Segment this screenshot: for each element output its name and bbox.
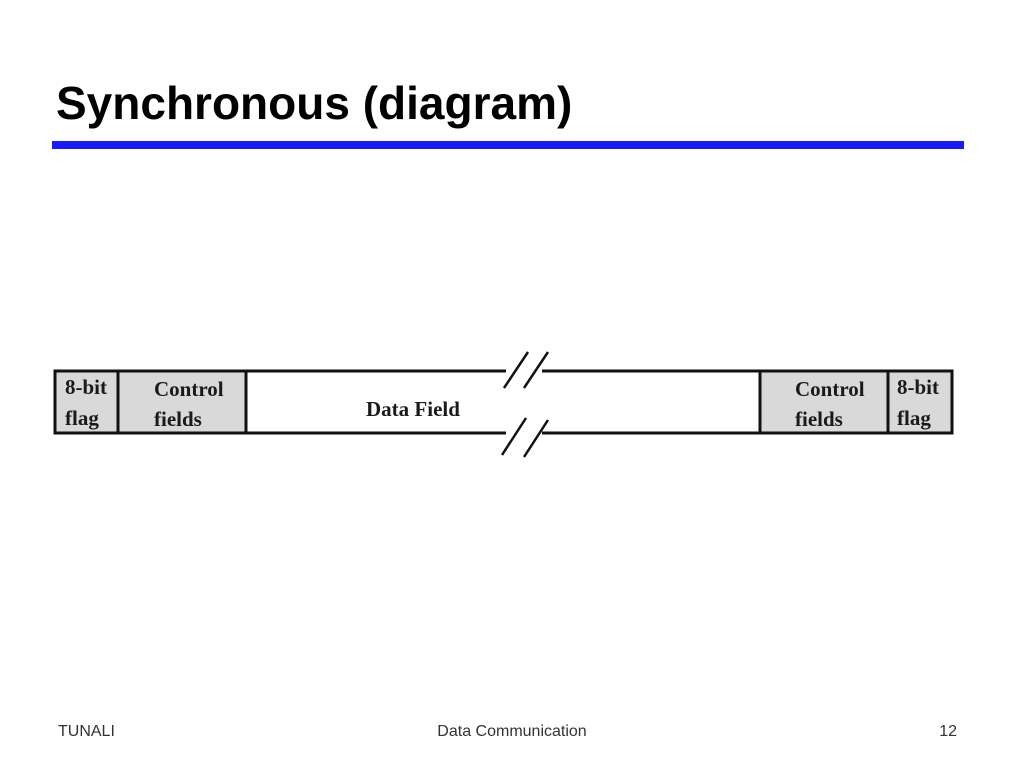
end-control-label-line1: Control (795, 377, 865, 401)
end-flag-cell (888, 371, 952, 433)
end-flag-label-line2: flag (897, 406, 931, 430)
title-underline (52, 141, 964, 149)
start-control-label-line1: Control (154, 377, 224, 401)
data-field-cell (246, 371, 760, 433)
break-slash-icon (522, 351, 550, 389)
break-slash-icon (502, 351, 530, 389)
end-control-label-line2: fields (795, 407, 843, 431)
start-flag-label-line1: 8-bit (65, 375, 107, 399)
break-slash-icon (500, 417, 528, 456)
break-gap-bottom (506, 428, 542, 438)
break-slash-icon (522, 419, 550, 458)
end-control-cell (760, 371, 888, 433)
start-control-label-line2: fields (154, 407, 202, 431)
end-flag-label-line1: 8-bit (897, 375, 939, 399)
footer-course: Data Communication (437, 723, 587, 740)
data-field-label: Data Field (366, 397, 460, 421)
slide-title: Synchronous (diagram) (56, 77, 573, 129)
frame-outline (53, 369, 954, 435)
break-gap-top (506, 366, 542, 376)
slide-number: 12 (939, 723, 957, 740)
start-control-cell (118, 371, 246, 433)
footer-author: TUNALI (58, 723, 115, 740)
start-flag-cell (55, 371, 118, 433)
start-flag-label-line2: flag (65, 406, 99, 430)
